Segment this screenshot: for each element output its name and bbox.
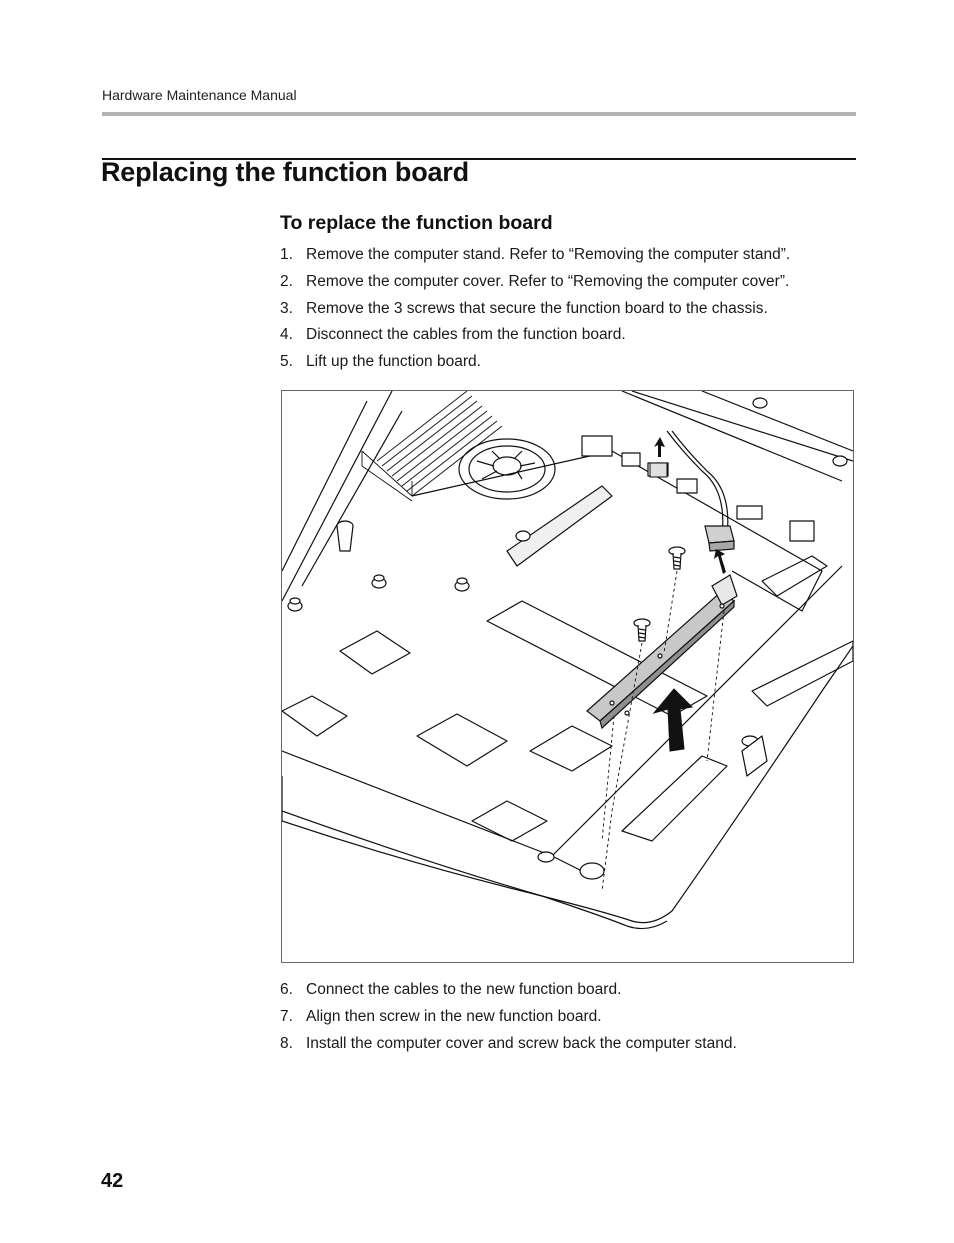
screw-icon <box>668 546 686 570</box>
title-rule <box>102 158 856 160</box>
cable-rail <box>621 391 853 482</box>
step-text: Remove the computer cover. Refer to “Rem… <box>306 272 790 290</box>
page-number: 42 <box>101 1170 124 1192</box>
pad <box>761 555 828 597</box>
step-number: 8. <box>280 1034 293 1052</box>
function-board <box>586 574 738 730</box>
connectors <box>581 435 815 542</box>
step-text: Install the computer cover and screw bac… <box>306 1034 737 1052</box>
function-board-cable <box>666 430 729 537</box>
small-connector <box>649 462 668 478</box>
step-text: Lift up the function board. <box>306 353 481 370</box>
step-item: 5. Lift up the function board. <box>280 353 790 380</box>
step-text: Remove the 3 screws that secure the func… <box>306 299 768 317</box>
section-heading: To replace the function board <box>280 212 553 234</box>
chassis-top-edge <box>282 400 403 587</box>
step-text: Align then screw in the new function boa… <box>306 1007 602 1025</box>
step-number: 2. <box>280 272 293 290</box>
step-number: 4. <box>280 326 293 344</box>
connector-arrow-icon <box>714 549 726 574</box>
board-edge <box>411 450 823 612</box>
chassis-inner-edge <box>282 565 843 872</box>
step-item: 4. Disconnect the cables from the functio… <box>280 326 790 353</box>
step-item: 6. Connect the cables to the new function… <box>280 981 737 1008</box>
chassis-bottom-edge <box>282 810 668 930</box>
step-number: 7. <box>280 1007 293 1025</box>
step-text: Connect the cables to the new function b… <box>306 981 622 998</box>
pad <box>282 695 348 737</box>
cable-connector <box>704 525 735 552</box>
screw-icon <box>633 618 651 642</box>
pad <box>471 800 548 842</box>
pad <box>339 630 411 675</box>
step-item: 3. Remove the 3 screws that secure the fu… <box>280 300 790 327</box>
standoff <box>287 397 848 863</box>
speaker-assembly <box>579 735 768 880</box>
step-item: 7. Align then screw in the new function b… <box>280 1008 737 1035</box>
header-rule <box>102 112 856 116</box>
function-board-diagram <box>282 391 853 930</box>
steps-list-before: 1. Remove the computer stand. Refer to “R… <box>280 246 790 380</box>
step-number: 6. <box>280 981 293 998</box>
chassis-outline <box>282 391 853 924</box>
pad <box>416 713 508 767</box>
step-text: Disconnect the cables from the function … <box>306 326 626 344</box>
step-item: 2. Remove the computer cover. Refer to “R… <box>280 273 790 300</box>
page-title: Replacing the function board <box>101 157 469 187</box>
alignment-lines <box>601 570 725 892</box>
step-number: 5. <box>280 353 293 370</box>
step-item: 8. Install the computer cover and screw b… <box>280 1035 737 1062</box>
steps-list-after: 6. Connect the cables to the new function… <box>280 981 737 1061</box>
fan-duct <box>506 485 613 567</box>
pad <box>751 640 853 707</box>
cooling-fan <box>458 438 556 500</box>
step-text: Remove the computer stand. Refer to “Rem… <box>306 246 791 263</box>
pad <box>529 725 613 772</box>
step-item: 1. Remove the computer stand. Refer to “R… <box>280 246 790 273</box>
lift-arrow-icon <box>652 688 694 752</box>
step-number: 3. <box>280 299 293 317</box>
step-number: 1. <box>280 246 293 263</box>
running-header: Hardware Maintenance Manual <box>102 87 297 103</box>
pad <box>486 600 708 717</box>
small-arrow-icon <box>654 437 665 457</box>
function-board-illustration <box>281 390 854 963</box>
